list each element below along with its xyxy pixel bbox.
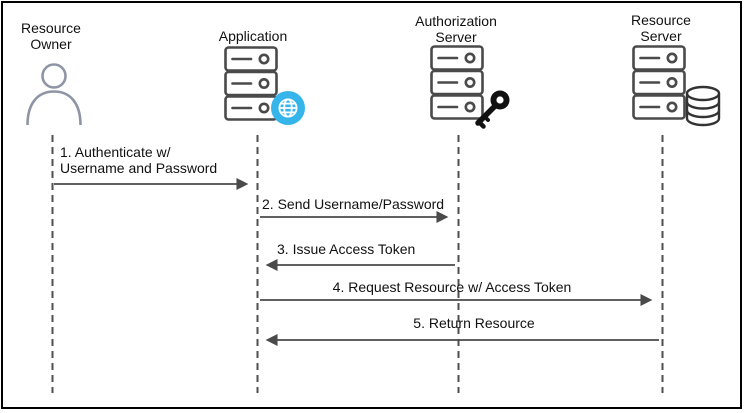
- server-icon: [224, 46, 278, 121]
- server-icon: [430, 45, 484, 120]
- globe-icon: [271, 91, 305, 125]
- message-5-label: 5. Return Resource: [413, 315, 535, 331]
- actor-label-application: Application: [218, 28, 288, 44]
- actor-label-resource-owner: Resource Owner: [21, 20, 81, 52]
- server-icon: [632, 45, 686, 120]
- message-3-label: 3. Issue Access Token: [277, 241, 416, 257]
- actor-label-authorization-server: Authorization Server: [415, 13, 497, 45]
- person-icon: [26, 63, 82, 126]
- message-1-label: 1. Authenticate w/ Username and Password: [60, 144, 218, 176]
- message-2-label: 2. Send Username/Password: [262, 196, 445, 212]
- actor-label-resource-server: Resource Server: [631, 12, 691, 44]
- key-icon: [475, 90, 510, 129]
- message-4-label: 4. Request Resource w/ Access Token: [332, 279, 572, 295]
- database-icon: [685, 85, 721, 127]
